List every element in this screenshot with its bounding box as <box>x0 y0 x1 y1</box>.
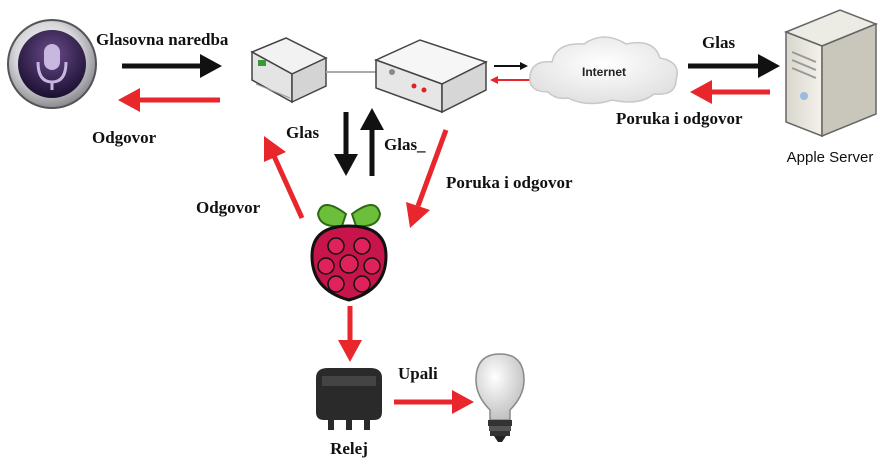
voice-up-label: Glas_ <box>384 135 426 154</box>
voice-to-server-arrow <box>688 54 780 78</box>
voice-down-arrow <box>334 112 358 176</box>
cloud-icon: Internet <box>529 36 678 105</box>
modem-to-internet-arrowhead <box>520 62 528 70</box>
response-diag-label: Odgovor <box>196 198 261 217</box>
relay-to-bulb-arrow <box>394 390 474 414</box>
router-icon <box>250 37 328 104</box>
relay-icon <box>316 368 382 430</box>
server-icon <box>783 9 879 138</box>
message-response-server-label: Poruka i odgovor <box>616 109 743 128</box>
turn-on-label: Upali <box>398 364 438 383</box>
voice-command-arrow <box>122 54 222 78</box>
pi-to-relay-arrow <box>338 306 362 362</box>
server-name-label: Apple Server <box>787 149 874 166</box>
relay-label: Relej <box>330 439 368 458</box>
voice-down-label: Glas <box>286 123 319 142</box>
response-diag-arrow <box>264 136 305 220</box>
internet-label: Internet <box>582 65 626 79</box>
raspberry-pi-icon <box>310 204 388 302</box>
server-response-arrow <box>690 80 770 104</box>
voice-up-arrow <box>360 108 384 176</box>
modem-icon <box>374 39 488 114</box>
response-left-label: Odgovor <box>92 128 157 147</box>
message-response-down-label: Poruka i odgovor <box>446 173 573 192</box>
response-left-arrow <box>118 88 220 112</box>
light-bulb-icon <box>475 353 525 442</box>
microphone-icon <box>7 19 97 109</box>
message-response-down-arrow <box>406 129 449 228</box>
voice-server-label: Glas <box>702 33 735 52</box>
internet-to-modem-arrowhead <box>490 76 498 84</box>
voice-command-label: Glasovna naredba <box>96 30 229 49</box>
